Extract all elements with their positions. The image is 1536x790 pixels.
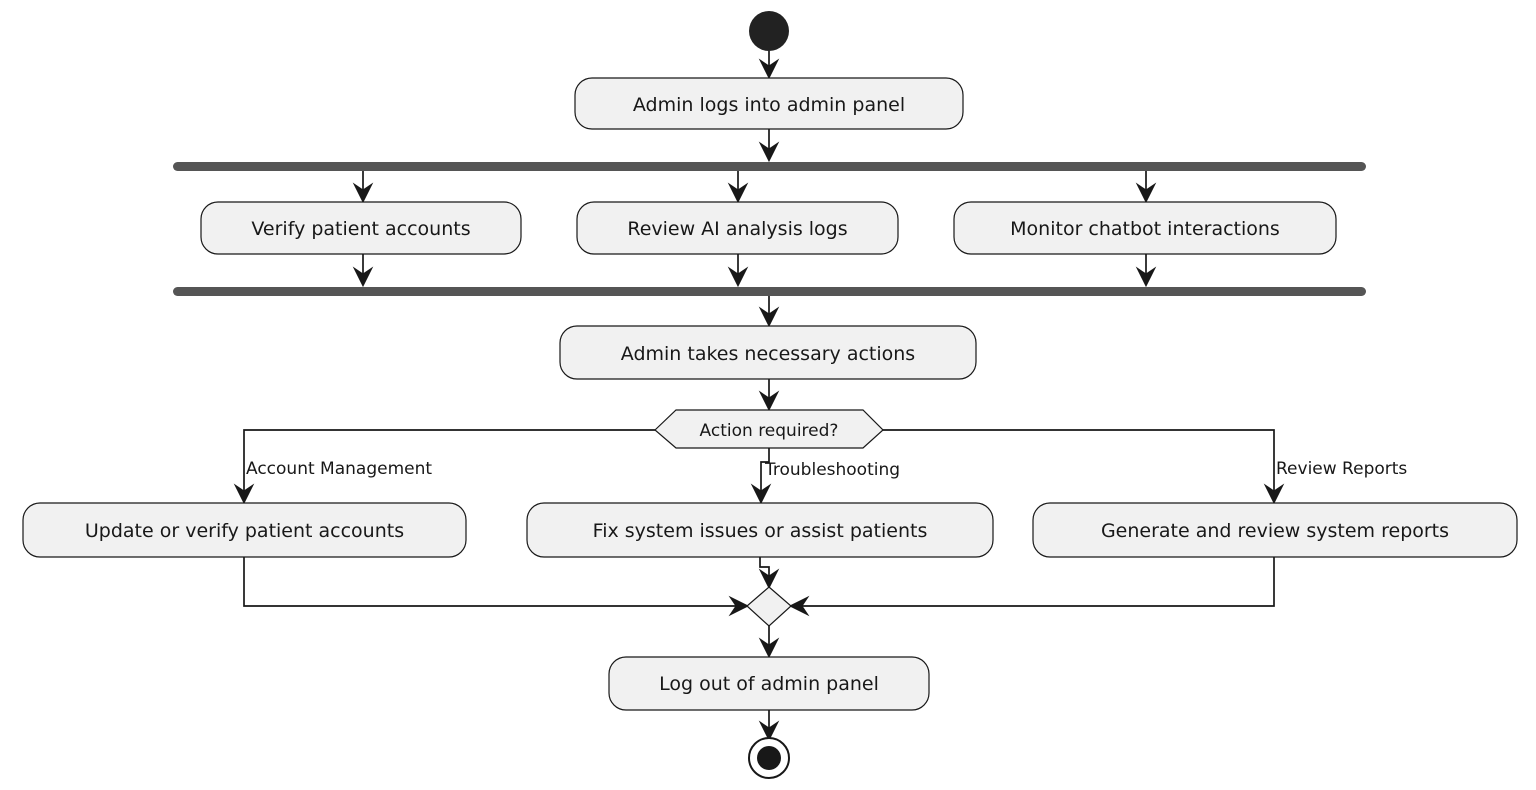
activity-reports-label: Generate and review system reports [1101, 520, 1449, 542]
fork-bar [173, 162, 1366, 171]
activity-verify-box [200, 201, 522, 255]
arrowhead-update [233, 483, 255, 505]
edge-reports-to-merge [795, 557, 1275, 607]
activity-fix-label: Fix system issues or assist patients [593, 520, 928, 542]
arrowheads [233, 58, 1285, 742]
activity-logout-label: Log out of admin panel [659, 673, 879, 695]
decision-label: Action required? [700, 421, 839, 441]
edge-decision-to-troubleshooting [760, 448, 770, 500]
arrowhead-merge-top [758, 568, 780, 590]
edge-decision-to-account-management [243, 429, 655, 500]
activity-login-box [574, 77, 964, 130]
arrowhead-logout [758, 637, 780, 659]
activity-review-box [576, 201, 899, 255]
arrowhead-reports [1263, 483, 1285, 505]
start-node [749, 11, 789, 51]
activity-verify-label: Verify patient accounts [251, 218, 470, 240]
activity-update-label: Update or verify patient accounts [85, 520, 404, 542]
arrowhead-merge-right [788, 595, 810, 617]
edge-update-to-merge [243, 557, 743, 607]
arrowhead-login [758, 58, 780, 80]
activity-monitor-label: Monitor chatbot interactions [1010, 218, 1280, 240]
arrowhead-fork [758, 141, 780, 163]
branch-label-review-reports: Review Reports [1276, 459, 1407, 479]
arrowhead-review [727, 182, 749, 204]
decision-diamond [654, 409, 884, 449]
edges [243, 51, 1275, 738]
edge-decision-to-review-reports [883, 429, 1275, 500]
arrowhead-actions [758, 306, 780, 328]
activity-actions-label: Admin takes necessary actions [621, 343, 915, 365]
arrowhead-join-middle [727, 266, 749, 288]
activity-login-label: Admin logs into admin panel [633, 94, 905, 116]
arrowhead-join-right [1135, 266, 1157, 288]
activity-update-box [22, 502, 467, 558]
arrowhead-monitor [1135, 182, 1157, 204]
activity-reports-box [1032, 502, 1518, 558]
arrowhead-decision [758, 390, 780, 412]
arrowhead-fix [750, 483, 772, 505]
end-node [748, 737, 790, 779]
activity-logout-box [608, 656, 930, 711]
arrowhead-merge-left [728, 595, 750, 617]
join-bar [173, 287, 1366, 296]
merge-diamond [746, 586, 792, 627]
arrowhead-join-left [352, 266, 374, 288]
arrowhead-end [758, 720, 780, 742]
branch-label-account-management: Account Management [246, 459, 432, 479]
activity-review-label: Review AI analysis logs [627, 218, 847, 240]
activity-fix-box [526, 502, 994, 558]
activity-monitor-box [953, 201, 1337, 255]
activity-actions-box [559, 325, 977, 380]
branch-label-troubleshooting: Troubleshooting [764, 460, 900, 480]
arrowhead-verify [352, 182, 374, 204]
